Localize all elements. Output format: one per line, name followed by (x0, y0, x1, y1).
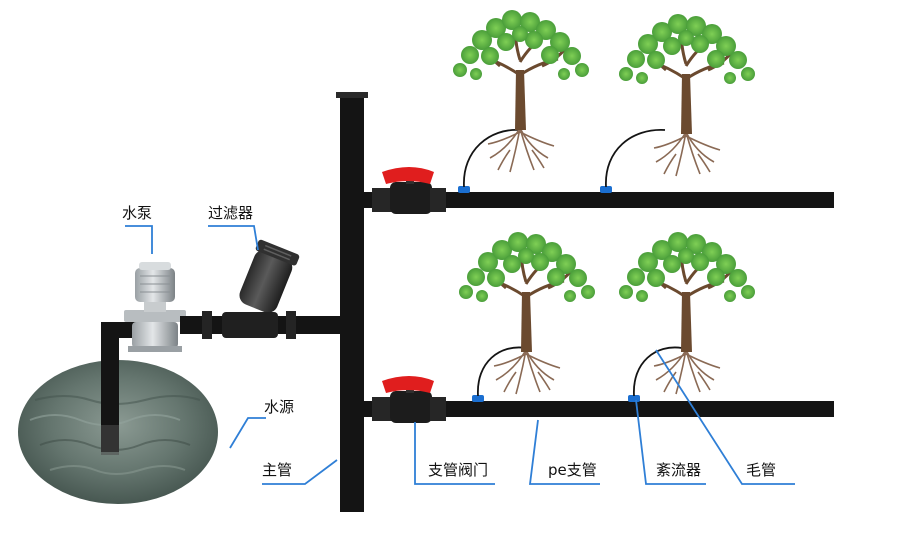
dripper-top-2 (600, 186, 612, 193)
tree-top-left (453, 10, 589, 173)
branch-valve-bottom (372, 376, 446, 423)
label-filter: 过滤器 (208, 204, 253, 222)
filter (222, 239, 300, 338)
callout-lines (125, 225, 795, 485)
label-dripper: 紊流器 (656, 461, 701, 479)
label-main-pipe: 主管 (262, 461, 292, 479)
branch-valve-top (372, 167, 446, 214)
label-pump: 水泵 (122, 204, 152, 222)
dripper-top-1 (458, 186, 470, 193)
tree-top-right (617, 12, 757, 178)
main-pipe (336, 92, 368, 512)
branch-line-top (364, 129, 834, 214)
label-source: 水源 (264, 398, 294, 416)
branch-line-bottom (364, 346, 834, 423)
dripper-bottom-1 (472, 395, 484, 402)
label-branch-valve: 支管阀门 (428, 461, 488, 479)
label-pe-branch: pe支管 (548, 461, 597, 479)
water-pump (124, 262, 186, 352)
tree-bottom-left (457, 230, 597, 396)
dripper-bottom-2 (628, 395, 640, 402)
label-capillary: 毛管 (746, 461, 776, 479)
suction-pipe (101, 322, 141, 455)
